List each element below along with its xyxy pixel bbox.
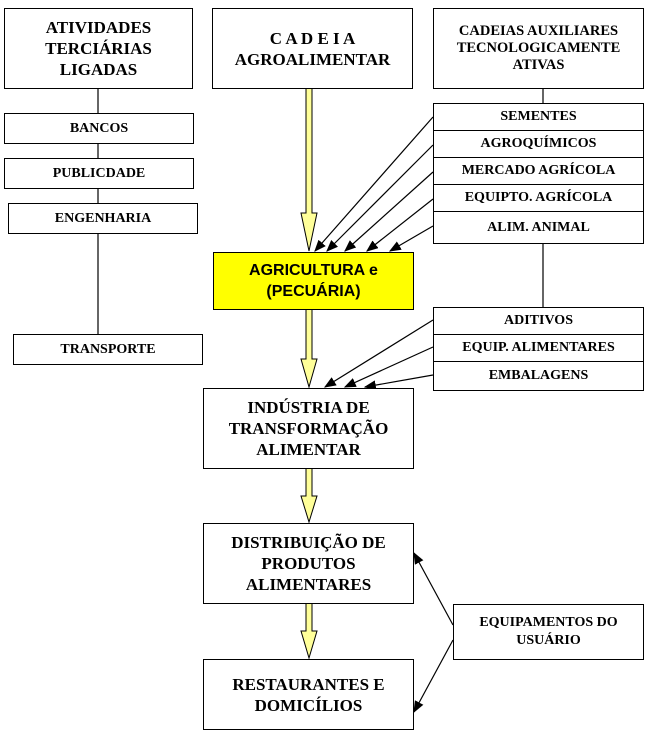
tertiary-item-transport: TRANSPORTE: [13, 334, 203, 365]
input-agricultural-market: MERCADO AGRÍCOLA: [433, 157, 644, 185]
stage-food-industry: INDÚSTRIA DE TRANSFORMAÇÃO ALIMENTAR: [203, 388, 414, 469]
input-animal-feed: ALIM. ANIMAL: [433, 211, 644, 244]
input-food-equipment: EQUIP. ALIMENTARES: [433, 334, 644, 362]
input-packaging: EMBALAGENS: [433, 361, 644, 391]
input-seeds: SEMENTES: [433, 103, 644, 131]
tertiary-item-engineering: ENGENHARIA: [8, 203, 198, 234]
stage-agriculture: AGRICULTURA e (PECUÁRIA): [213, 252, 414, 310]
user-equipment: EQUIPAMENTOS DO USUÁRIO: [453, 604, 644, 660]
flow-arrows: [300, 87, 318, 660]
input-additives: ADITIVOS: [433, 307, 644, 335]
stage-restaurants-homes: RESTAURANTES E DOMICÍLIOS: [203, 659, 414, 730]
tertiary-item-banks: BANCOS: [4, 113, 194, 144]
agrifood-chain-header: C A D E I A AGROALIMENTAR: [212, 8, 413, 89]
tertiary-item-advertising: PUBLICDADE: [4, 158, 194, 189]
input-arrows: [314, 116, 454, 714]
stage-food-distribution: DISTRIBUIÇÃO DE PRODUTOS ALIMENTARES: [203, 523, 414, 604]
tertiary-activities-header: ATIVIDADES TERCIÁRIAS LIGADAS: [4, 8, 193, 89]
auxiliary-chains-header: CADEIAS AUXILIARES TECNOLOGICAMENTE ATIV…: [433, 8, 644, 89]
input-agrochemicals: AGROQUÍMICOS: [433, 130, 644, 158]
input-agricultural-equipment: EQUIPTO. AGRÍCOLA: [433, 184, 644, 212]
